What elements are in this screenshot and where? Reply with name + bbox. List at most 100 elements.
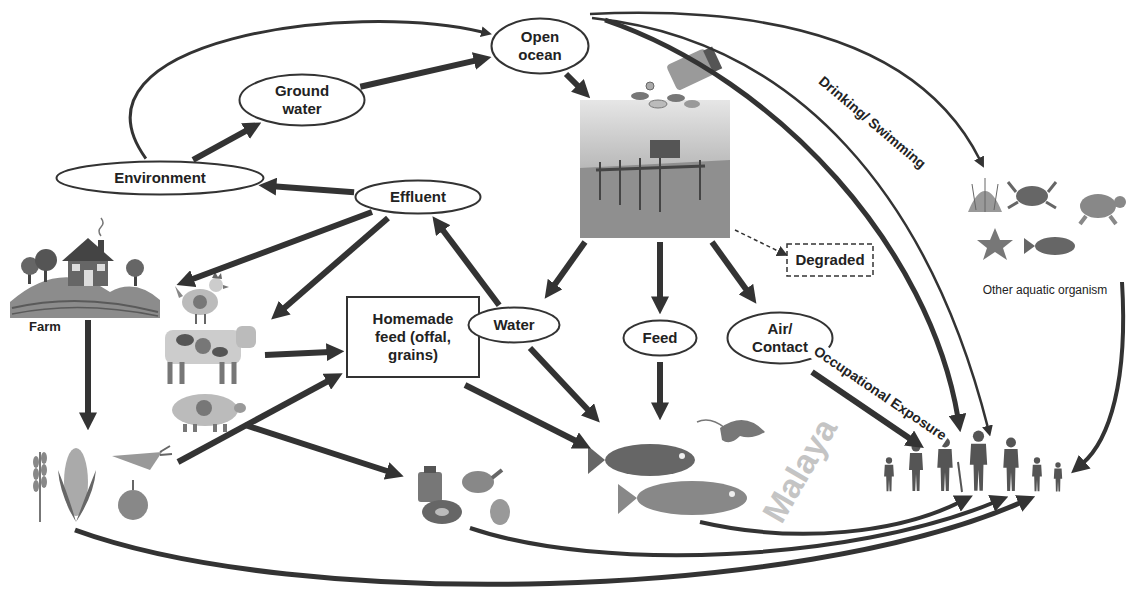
node-shape	[347, 297, 479, 377]
people-illustration-part	[1054, 462, 1062, 491]
crops-illustration-part	[33, 468, 39, 480]
aquaculture-pond-photo	[580, 100, 730, 238]
livestock-illustration-part	[185, 424, 225, 432]
node-label: Feed	[642, 329, 677, 347]
flow-connector	[193, 129, 249, 160]
animal-products-illustration-part	[490, 499, 510, 525]
fish-illustration	[588, 420, 765, 515]
text-group: Homemade feed (offal, grains)	[358, 310, 468, 364]
animal-products-illustration-part	[492, 470, 502, 478]
crops-illustration-part	[160, 446, 172, 455]
flow-connector	[360, 60, 477, 87]
reservoir-ellipse: Ground water	[238, 73, 366, 127]
aquaculture-pond-photo-part	[596, 166, 705, 170]
flow-arrows-part	[85, 320, 91, 416]
flow-connector	[273, 186, 354, 192]
fish-illustration-part	[697, 420, 725, 428]
pathway-ellipse: Feed	[622, 319, 698, 357]
animal-products-illustration-part	[418, 472, 442, 502]
fate-box: Degraded	[786, 243, 874, 277]
flow-arrows-part	[75, 502, 1022, 584]
fish-illustration-part	[588, 446, 605, 474]
livestock-illustration-part	[196, 314, 205, 324]
aquatic-organisms-illustration-part	[1024, 238, 1035, 254]
crops-illustration-part	[112, 452, 162, 470]
aquaculture-pond-photo-part	[580, 160, 730, 238]
aquatic-organisms-illustration-part	[1080, 194, 1116, 218]
crops-illustration-part	[33, 456, 39, 468]
livestock-illustration-part	[172, 394, 238, 426]
people-illustration-part	[1032, 457, 1042, 491]
node-shape	[356, 181, 481, 214]
text-group: Air/ Contact	[745, 320, 815, 356]
fish-illustration-part	[637, 481, 747, 515]
aquaculture-pond-photo-part	[650, 140, 680, 158]
livestock-illustration-part	[175, 286, 183, 298]
livestock-illustration-part	[193, 295, 207, 309]
aquatic-organisms-illustration-part	[1035, 237, 1075, 255]
flow-arrows-part	[465, 385, 578, 442]
people-illustration-part	[970, 431, 987, 491]
fish-illustration-part	[605, 444, 695, 476]
livestock-illustration-part	[196, 400, 212, 416]
antibiotic-pills-illustration-part	[684, 100, 700, 108]
livestock-illustration-part	[165, 330, 241, 364]
pathway-ellipse: Water	[467, 306, 561, 344]
flow-arrows-part	[712, 242, 748, 292]
aquatic-organisms-illustration-part	[1016, 186, 1048, 206]
people-illustration-part	[884, 457, 894, 491]
node-shape	[492, 19, 589, 74]
text-group: Degraded	[795, 251, 864, 269]
text-group: Ground water	[262, 82, 342, 118]
flow-arrows-part	[530, 348, 590, 412]
aquatic-organisms-illustration-part	[1114, 196, 1126, 208]
flow-connector	[130, 22, 483, 159]
flow-arrows-part	[265, 352, 330, 355]
node-shape	[469, 308, 560, 343]
farm-illustration-part	[97, 264, 105, 271]
aquatic-organisms-illustration-part	[977, 228, 1013, 260]
crops-illustration-part	[39, 452, 41, 522]
aquatic-organisms-illustration	[968, 178, 1126, 260]
node-shape	[57, 162, 264, 195]
crops-illustration-part	[118, 490, 148, 520]
watermark: Malaya	[754, 411, 846, 530]
text-group: Open ocean	[510, 28, 570, 64]
livestock-illustration-part	[170, 362, 234, 384]
text-group: Feed	[642, 329, 677, 347]
crops-illustration-part	[41, 476, 47, 488]
flow-arrows	[75, 13, 1123, 584]
livestock-illustration	[165, 272, 256, 432]
farm-illustration-part	[35, 249, 57, 271]
animal-products-illustration	[418, 466, 510, 525]
aquatic-organisms-illustration-part	[1008, 182, 1056, 208]
crops-illustration	[33, 446, 172, 522]
aquaculture-pond-photo-part	[580, 100, 730, 238]
node-label: Homemade feed (offal, grains)	[358, 310, 468, 364]
antibiotic-pills-illustration-part	[649, 100, 667, 108]
aquatic-organisms-illustration-part	[1080, 216, 1116, 224]
flow-arrows-part	[657, 242, 663, 300]
node-label: Ground water	[262, 82, 342, 118]
crops-illustration-part	[33, 480, 39, 492]
flow-arrows-part	[553, 242, 585, 287]
animal-products-illustration-part	[435, 508, 449, 516]
node-label: Environment	[114, 169, 206, 187]
node-label: Water	[493, 316, 534, 334]
farm-illustration-part	[12, 307, 158, 316]
reservoir-ellipse: Open ocean	[490, 17, 590, 75]
farm-illustration-part	[126, 259, 144, 277]
farm-illustration	[10, 218, 160, 318]
flow-arrows-part	[190, 212, 372, 280]
livestock-illustration-part	[195, 338, 211, 354]
fish-illustration-part	[720, 420, 765, 442]
node-label: Effluent	[390, 188, 446, 206]
flow-arrows-part	[657, 362, 663, 406]
people-illustration-part	[1003, 438, 1018, 491]
animal-products-illustration-part	[424, 466, 436, 473]
farm-illustration-part	[84, 270, 93, 286]
figure-label: Farm	[29, 319, 61, 335]
farm-illustration-part	[98, 240, 104, 254]
